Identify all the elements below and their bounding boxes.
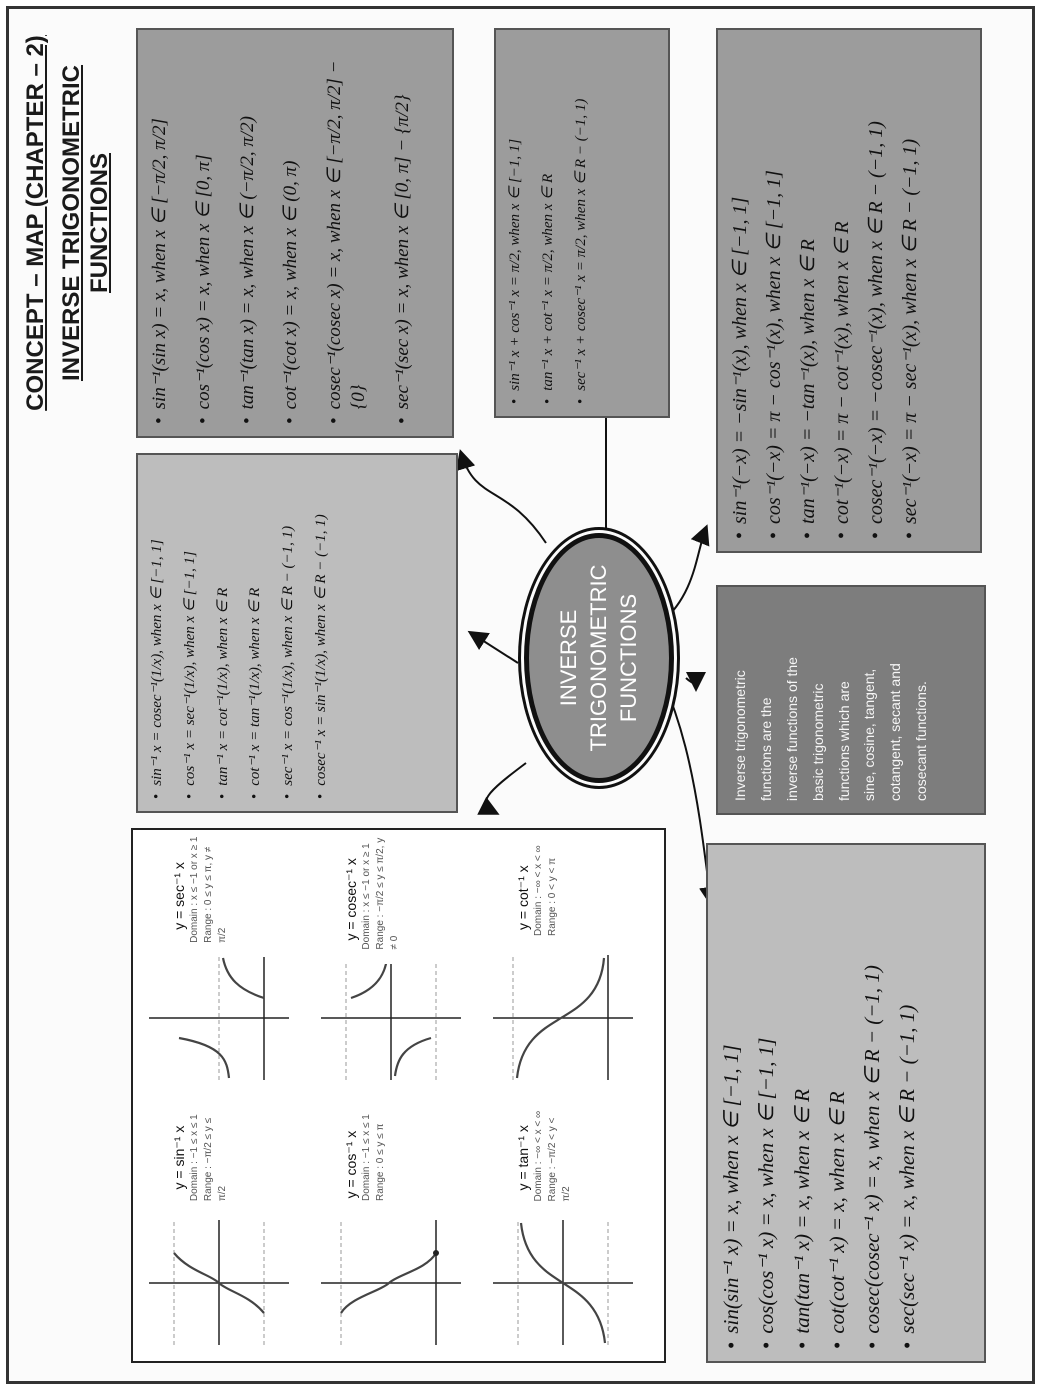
formula-item: •cosec⁻¹(cosec x) = x, when x ∈ [−π/2, π…: [324, 60, 369, 424]
center-node: INVERSE TRIGONOMETRIC FUNCTIONS: [524, 533, 674, 783]
formula-item: •cot⁻¹(−x) = π − cot⁻¹(x), when x ∈ R: [831, 221, 853, 539]
box-definition: Inverse trigonometric functions are the …: [716, 585, 986, 815]
definition-line: functions which are: [835, 681, 852, 801]
formula-item: •cos⁻¹(cos x) = x, when x ∈ [0, π]: [192, 154, 214, 424]
graph-domain: Domain : −1 ≤ x ≤ 1: [361, 1114, 372, 1201]
graph-cos-inverse: [321, 1220, 461, 1345]
arrow-to-graphs: [477, 762, 527, 815]
definition-line: inverse functions of the: [783, 657, 800, 801]
formula-item: •cos⁻¹ x = sec⁻¹(1/x), when x ∈ [−1, 1]: [181, 550, 198, 799]
formula-item: •sec⁻¹(−x) = π − sec⁻¹(x), when x ∈ R − …: [899, 138, 921, 539]
formula-item: •tan(tan⁻¹ x) = x, when x ∈ R: [789, 1089, 814, 1349]
box-sum-identities: •sin⁻¹ x + cos⁻¹ x = π/2, when x ∈ [−1, …: [494, 28, 670, 418]
graph-domain: Domain : −∞ < x < ∞: [533, 1110, 544, 1202]
graph-cot-inverse: [493, 955, 633, 1080]
box-function-of-inverse: •sin(sin⁻¹ x) = x, when x ∈ [−1, 1] •cos…: [706, 843, 986, 1363]
center-label-line3: FUNCTIONS: [615, 593, 641, 723]
center-label-line2: TRIGONOMETRIC: [586, 564, 612, 752]
graph-range: Range : 0 ≤ y ≤ π, y ≠ π/2: [203, 846, 228, 943]
graph-domain: Domain : −1 ≤ x ≤ 1: [189, 1114, 200, 1202]
graph-caption: y = sec⁻¹ x: [171, 862, 187, 930]
arrow-to-definition: [685, 671, 706, 692]
formula-item: •sec⁻¹(sec x) = x, when x ∈ [0, π] − {π/…: [391, 94, 413, 424]
definition-line: cosecant functions.: [913, 681, 930, 801]
graph-domain: Domain : x ≤ −1 or x ≥ 1: [361, 843, 372, 950]
graph-caption: y = cot⁻¹ x: [515, 865, 531, 930]
formula-item: •sin⁻¹(−x) = −sin⁻¹(x), when x ∈ [−1, 1]: [729, 196, 751, 539]
page-title: CONCEPT – MAP (CHAPTER – 2): [22, 35, 49, 411]
arrow-to-negative-argument: [660, 524, 710, 624]
graph-range: Range : −π/2 ≤ y ≤ π/2, y ≠ 0: [375, 837, 400, 950]
graph-caption: y = sin⁻¹ x: [171, 1125, 187, 1190]
graph-range: Range : 0 < y < π: [547, 857, 558, 936]
formula-item: •cot(cot⁻¹ x) = x, when x ∈ R: [824, 1091, 849, 1349]
box-composition-inverse: •sin⁻¹(sin x) = x, when x ∈ [−π/2, π/2] …: [136, 28, 454, 438]
formula-item: •cosec(cosec⁻¹ x) = x, when x ∈ R − (−1,…: [860, 965, 884, 1349]
graph-sec-inverse: [149, 956, 289, 1080]
definition-line: Inverse trigonometric: [732, 670, 748, 801]
arrow-to-composition-inverse: [456, 449, 547, 544]
box-negative-argument: •sin⁻¹(−x) = −sin⁻¹(x), when x ∈ [−1, 1]…: [716, 28, 982, 553]
graph-card-cot-inverse: y = cot⁻¹ x Domain : −∞ < x < ∞ Range : …: [483, 835, 653, 1090]
graph-range: Range : −π/2 ≤ y ≤ π/2: [203, 1117, 228, 1202]
formula-item: •cosec⁻¹ x = sin⁻¹(1/x), when x ∈ R − (−…: [312, 514, 329, 799]
formula-item: •sec⁻¹ x + cosec⁻¹ x = π/2, when x ∈ R −…: [572, 98, 589, 404]
graph-range: Range : −π/2 < y < π/2: [547, 1117, 572, 1202]
formula-item: •cot⁻¹ x = tan⁻¹(1/x), when x ∈ R: [247, 587, 264, 799]
formula-item: •cos⁻¹(−x) = π − cos⁻¹(x), when x ∈ [−1,…: [763, 170, 785, 539]
graph-card-sec-inverse: y = sec⁻¹ x Domain : x ≤ −1 or x ≥ 1 Ran…: [139, 835, 309, 1090]
formula-item: •sin⁻¹ x = cosec⁻¹(1/x), when x ∈ [−1, 1…: [149, 539, 165, 799]
graph-domain: Domain : −∞ < x < ∞: [533, 845, 544, 936]
concept-map: CONCEPT – MAP (CHAPTER – 2) INVERSE TRIG…: [6, 13, 1030, 1383]
formula-item: •sin(sin⁻¹ x) = x, when x ∈ [−1, 1]: [719, 1044, 743, 1349]
box-reciprocal: •sin⁻¹ x = cosec⁻¹(1/x), when x ∈ [−1, 1…: [136, 453, 458, 813]
graphs-panel: y = sin⁻¹ x Domain : −1 ≤ x ≤ 1 Range : …: [131, 828, 666, 1363]
formula-item: •tan⁻¹(−x) = −tan⁻¹(x), when x ∈ R: [797, 239, 819, 539]
formula-item: •sin⁻¹ x + cos⁻¹ x = π/2, when x ∈ [−1, …: [507, 138, 523, 404]
graph-caption: y = cosec⁻¹ x: [343, 858, 359, 941]
formula-item: •sin⁻¹(sin x) = x, when x ∈ [−π/2, π/2]: [149, 118, 170, 424]
graph-card-cos-inverse: y = cos⁻¹ x Domain : −1 ≤ x ≤ 1 Range : …: [311, 1100, 481, 1355]
formula-item: •tan⁻¹(tan x) = x, when x ∈ (−π/2, π/2): [236, 116, 258, 424]
page-subtitle: INVERSE TRIGONOMETRIC FUNCTIONS: [58, 64, 113, 382]
graph-card-tan-inverse: y = tan⁻¹ x Domain : −∞ < x < ∞ Range : …: [483, 1100, 653, 1355]
graph-cosec-inverse: [321, 963, 461, 1080]
graph-domain: Domain : x ≤ −1 or x ≥ 1: [189, 836, 200, 943]
formula-item: •sec⁻¹ x = cos⁻¹(1/x), when x ∈ R − (−1,…: [280, 525, 296, 799]
arrow-to-reciprocal: [467, 630, 519, 664]
definition-line: cotangent, secant and: [887, 663, 904, 801]
center-label-line1: INVERSE: [556, 609, 582, 707]
definition-line: sine, cosine, tangent,: [861, 668, 878, 801]
graph-caption: y = tan⁻¹ x: [515, 1125, 531, 1191]
graph-card-cosec-inverse: y = cosec⁻¹ x Domain : x ≤ −1 or x ≥ 1 R…: [311, 835, 481, 1090]
definition-line: basic trigonometric: [809, 683, 826, 802]
formula-item: •tan⁻¹ x = cot⁻¹(1/x), when x ∈ R: [214, 587, 231, 799]
formula-item: •tan⁻¹ x + cot⁻¹ x = π/2, when x ∈ R: [539, 173, 556, 404]
graph-caption: y = cos⁻¹ x: [343, 1130, 359, 1199]
formula-item: •cos(cos⁻¹ x) = x, when x ∈ [−1, 1]: [754, 1037, 779, 1349]
graph-range: Range : 0 ≤ y ≤ π: [375, 1123, 386, 1201]
definition-line: functions are the: [757, 697, 774, 801]
formula-item: •sec(sec⁻¹ x) = x, when x ∈ R − (−1, 1): [895, 1004, 920, 1349]
formula-item: •cosec⁻¹(−x) = −cosec⁻¹(x), when x ∈ R −…: [865, 121, 887, 539]
graph-tan-inverse: [493, 1220, 633, 1345]
formula-item: •cot⁻¹(cot x) = x, when x ∈ (0, π): [280, 160, 302, 424]
graph-card-sin-inverse: y = sin⁻¹ x Domain : −1 ≤ x ≤ 1 Range : …: [139, 1100, 309, 1355]
graph-sin-inverse: [149, 1220, 289, 1345]
